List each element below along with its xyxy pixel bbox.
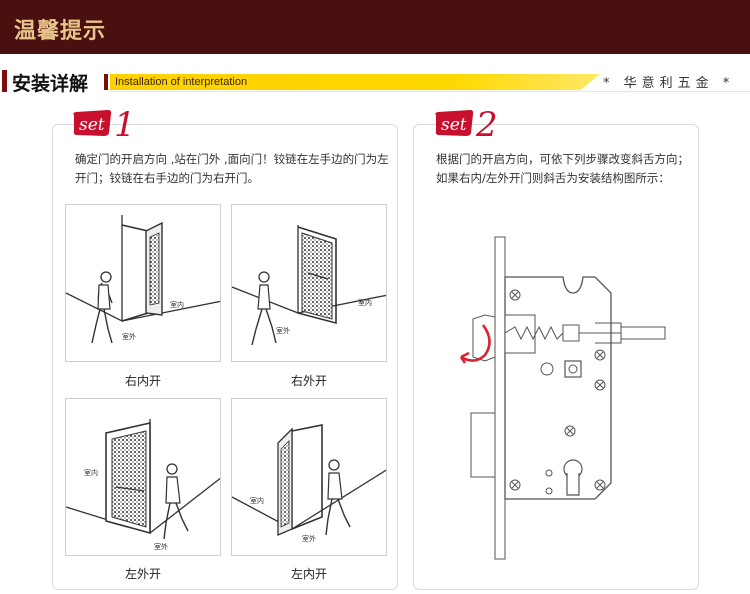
door1-caption: 右内开 [124,374,161,388]
step1-badge: set 1 [73,105,136,143]
step2-badge-text: set [441,115,467,135]
door3-inside-label: 室内 [84,468,98,477]
rotate-arrow-icon [460,324,491,362]
door-diagram-left-inward: 室内 室外 [231,398,387,556]
step2-number: 2 [475,105,498,143]
section-title: 安装详解 [12,73,89,95]
door1-inside-label: 室内 [170,300,184,309]
header-banner: 温馨提示 [0,0,750,54]
step2-description: 根据门的开启方向，可依下列步骤改变斜舌方向；如果右内/左外开门则斜舌为安装结构图… [436,152,689,185]
section-marker [2,70,7,92]
door4-inside-label: 室内 [250,496,264,505]
door4-caption: 左内开 [290,567,327,581]
step2-badge: set 2 [435,105,498,143]
step1-description: 确定门的开启方向 ,站在门外 ,面向门！铰链在左手边的门为左开门；铰链在右手边的… [75,152,389,185]
section-header: 安装详解 Installation of interpretation * 华意… [0,70,750,95]
subtitle-band [110,74,600,90]
door4-outside-label: 室外 [302,534,316,543]
banner-title: 温馨提示 [14,19,107,44]
step2-panel [413,124,699,590]
section-divider [110,91,750,92]
subtitle-marker [104,74,108,90]
step1-badge-text: set [79,115,105,135]
door-diagram-left-outward: 室内 室外 [65,398,221,556]
door3-caption: 左外开 [124,567,161,581]
door-diagram-right-inward: 室内 室外 [65,204,221,362]
door2-outside-label: 室外 [276,326,290,335]
section-subtitle: Installation of interpretation [115,76,248,88]
lock-body-diagram [459,236,666,560]
door-diagram-right-outward: 室内 室外 [231,204,387,362]
door1-outside-label: 室外 [122,332,136,341]
step1-number: 1 [114,105,136,143]
door3-outside-label: 室外 [154,542,168,551]
brand-label: * 华意利五金 * [603,76,735,91]
door2-inside-label: 室内 [358,298,372,307]
door2-caption: 右外开 [290,374,327,388]
